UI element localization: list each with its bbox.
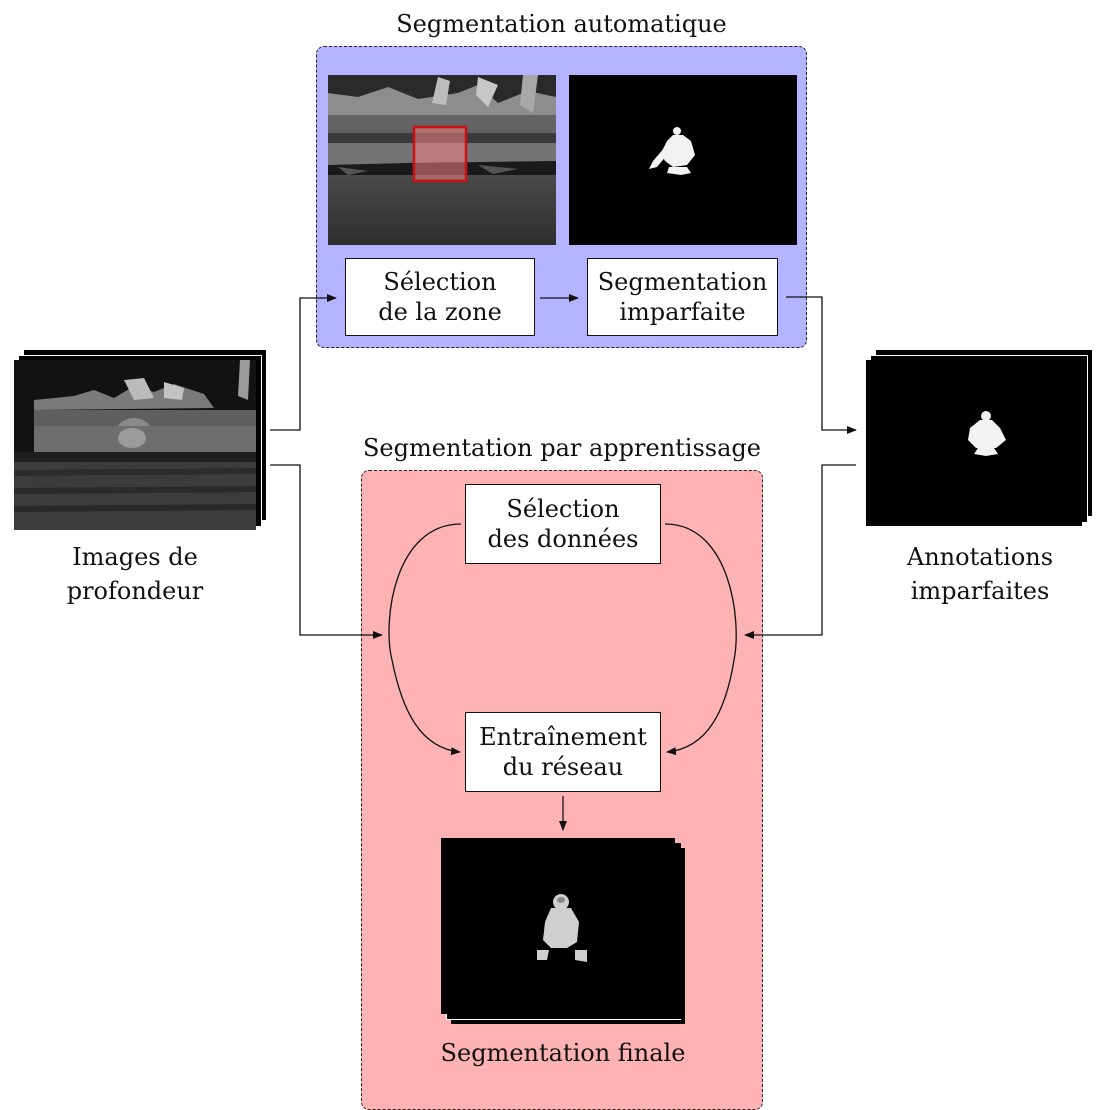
final-segmentation-caption: Segmentation finale: [440, 1039, 686, 1067]
annotations-caption-line1: Annotations: [906, 543, 1054, 571]
imperfect-mask-image: [569, 75, 797, 245]
final-segmentation-stack: [441, 838, 685, 1028]
zone-box-line2: de la zone: [378, 298, 502, 326]
learning-section-title: Segmentation par apprentissage: [362, 434, 761, 462]
mask-image: [569, 75, 797, 245]
depth-map-with-selection-image: [328, 75, 556, 245]
network-training-box: Entraînement du réseau: [465, 712, 661, 792]
arrow-segm-to-annotations: [786, 296, 857, 434]
segm-box-line1: Segmentation: [597, 268, 768, 296]
imperfect-segmentation-box: Segmentation imparfaite: [587, 258, 778, 336]
arrow-input-to-learning: [270, 464, 383, 639]
segm-box-line2: imparfaite: [619, 298, 746, 326]
data-box-line2: des données: [487, 525, 639, 553]
annotation-stack: [866, 350, 1092, 528]
train-box-line1: Entraînement: [479, 723, 647, 751]
depth-images-caption: Images de profondeur: [40, 540, 230, 608]
arrow-annotations-to-learning: [744, 464, 856, 639]
arrow-data-to-training-left: [388, 523, 462, 756]
train-box-line2: du réseau: [502, 753, 624, 781]
depth-map-image: [14, 360, 256, 530]
final-mask-stack-image: [441, 838, 675, 1014]
zone-selection-image: [328, 75, 556, 245]
data-selection-box: Sélection des données: [465, 484, 661, 564]
auto-section-title: Segmentation automatique: [396, 10, 727, 38]
arrow-data-to-training-right: [664, 523, 737, 756]
depth-image-stack: [14, 350, 266, 532]
data-box-line1: Sélection: [506, 495, 620, 523]
zone-box-line1: Sélection: [383, 268, 497, 296]
annotations-caption: Annotations imparfaites: [880, 540, 1080, 608]
depth-caption-line2: profondeur: [66, 577, 204, 605]
arrow-input-to-zone: [270, 294, 337, 431]
annotations-caption-line2: imparfaites: [910, 577, 1050, 605]
depth-caption-line1: Images de: [72, 543, 198, 571]
zone-selection-box: Sélection de la zone: [345, 258, 535, 336]
mask-stack-image: [866, 360, 1082, 526]
